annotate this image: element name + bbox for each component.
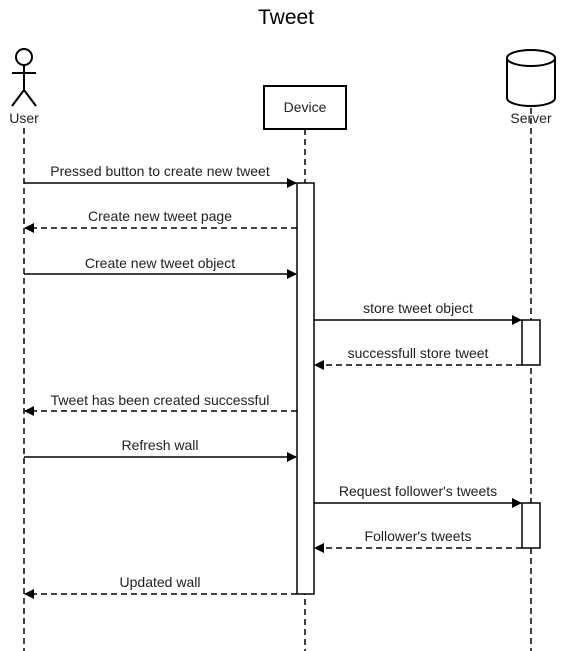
server-activation-bar xyxy=(521,502,541,549)
message-5: successfull store tweet xyxy=(314,345,522,370)
user-label: User xyxy=(9,110,39,126)
message-label: Create new tweet page xyxy=(88,208,232,224)
message-1: Pressed button to create new tweet xyxy=(24,163,297,188)
message-label: Create new tweet object xyxy=(85,255,235,271)
message-label: Follower's tweets xyxy=(365,528,472,544)
message-label: Refresh wall xyxy=(121,437,198,453)
message-7: Refresh wall xyxy=(24,437,297,462)
message-6: Tweet has been created successful xyxy=(24,392,297,416)
user-actor-icon xyxy=(11,48,37,107)
message-8: Request follower's tweets xyxy=(314,483,522,508)
device-activation-bar xyxy=(296,182,315,595)
diagram-title: Tweet xyxy=(258,6,314,29)
message-10: Updated wall xyxy=(24,574,297,599)
message-label: Pressed button to create new tweet xyxy=(50,163,270,179)
device-box xyxy=(263,85,347,130)
message-3: Create new tweet object xyxy=(24,255,297,279)
message-2: Create new tweet page xyxy=(24,208,297,233)
message-label: Request follower's tweets xyxy=(339,483,497,499)
server-activation-bar xyxy=(521,319,541,366)
message-label: Tweet has been created successful xyxy=(51,392,270,408)
message-label: store tweet object xyxy=(363,300,473,316)
device-label: Device xyxy=(284,99,327,115)
message-4: store tweet object xyxy=(314,300,522,325)
message-9: Follower's tweets xyxy=(314,528,522,553)
database-icon xyxy=(506,49,556,107)
message-label: Updated wall xyxy=(120,574,201,590)
message-label: successfull store tweet xyxy=(348,345,489,361)
